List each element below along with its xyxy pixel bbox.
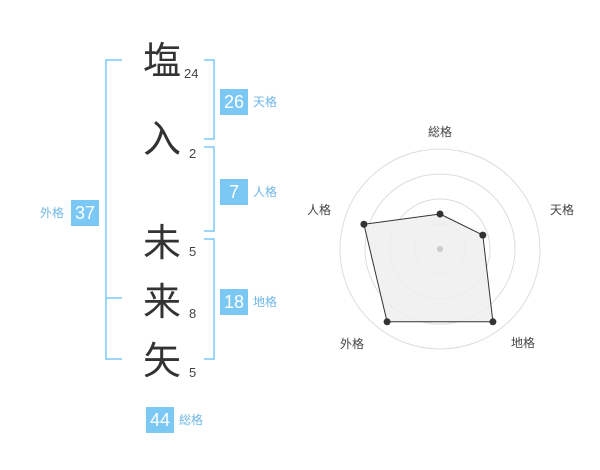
- chikaku-bracket: [204, 238, 215, 360]
- radar-point-2: [489, 318, 497, 326]
- radar-rings: [339, 148, 541, 350]
- jinkaku-bracket: [204, 146, 215, 232]
- radar-axis-label-jinkaku: 人格: [307, 203, 332, 217]
- name-char-5: 矢: [142, 339, 181, 383]
- name-char-4: 来: [142, 280, 181, 324]
- radar-point-0: [436, 210, 444, 218]
- radar-axis-label-gaikaku: 外格: [340, 337, 365, 351]
- jinkaku-label: 人格: [253, 185, 278, 199]
- radar-axis-label-soukaku: 総格: [428, 125, 453, 139]
- radar-point-3: [383, 318, 391, 326]
- stroke-count-4: 8: [189, 306, 197, 321]
- name-char-1: 塩: [142, 39, 181, 83]
- radar-center-dot: [437, 246, 443, 252]
- fortune-brackets: [105, 59, 215, 360]
- chikaku-value: 18: [220, 289, 248, 315]
- name-char-2: 入: [142, 117, 181, 161]
- stroke-count-3: 5: [189, 244, 197, 259]
- radar-ring: [339, 148, 541, 350]
- jinkaku-value: 7: [220, 179, 248, 205]
- soukaku-value: 44: [146, 407, 174, 433]
- gaikaku-label: 外格: [40, 206, 65, 220]
- radar-ring: [364, 173, 516, 325]
- radar-axis-label-chikaku: 地格: [511, 336, 536, 350]
- tenkaku-value: 26: [220, 89, 248, 115]
- radar-axis-label-tenkaku: 天格: [550, 203, 575, 217]
- radar-data-shape: [363, 213, 494, 323]
- name-char-3: 未: [142, 221, 181, 265]
- radar-points: [360, 210, 497, 326]
- soukaku-label: 総格: [179, 413, 204, 427]
- chikaku-label: 地格: [253, 295, 278, 309]
- tenkaku-bracket: [204, 59, 215, 140]
- gaikaku-value: 37: [71, 200, 99, 226]
- stroke-count-5: 5: [189, 365, 197, 380]
- radar-point-4: [360, 220, 368, 228]
- radar-point-1: [479, 231, 487, 239]
- gaikaku-bracket: [105, 59, 122, 360]
- stroke-count-1: 24: [184, 66, 199, 81]
- tenkaku-label: 天格: [253, 95, 278, 109]
- stroke-count-2: 2: [189, 146, 197, 161]
